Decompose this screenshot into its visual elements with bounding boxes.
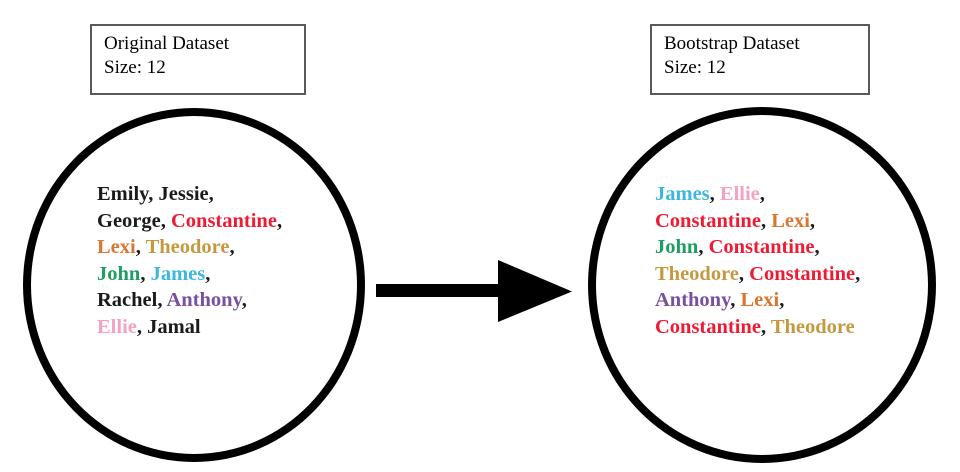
bootstrap-dataset-label-box: Bootstrap Dataset Size: 12 (650, 24, 870, 95)
name-separator: , (814, 236, 820, 259)
name-token: Ellie (97, 315, 137, 338)
name-separator: , (136, 315, 142, 338)
name-token: Anthony (655, 289, 731, 312)
name-token: Constantine (655, 209, 761, 232)
name-separator: , (709, 183, 715, 205)
name-token: Constantine (171, 209, 277, 232)
name-separator: , (276, 209, 283, 232)
name-token: Jessie (158, 183, 209, 205)
name-row: Rachel, Anthony, (97, 287, 282, 314)
name-token: Constantine (708, 236, 815, 259)
name-token: Constantine (749, 262, 856, 285)
name-separator: , (809, 209, 816, 232)
right-arrow-icon (376, 260, 572, 322)
name-row: Lexi, Theodore, (97, 234, 282, 261)
name-token: Theodore (145, 236, 230, 259)
bootstrap-dataset-size: Size: 12 (664, 56, 726, 78)
original-dataset-name-list: Emily, Jessie,George, Constantine,Lexi, … (97, 181, 282, 341)
name-token: Lexi (97, 236, 136, 259)
name-separator: , (855, 262, 861, 285)
name-row: John, Constantine, (655, 234, 860, 261)
name-row: Ellie, Jamal (97, 314, 282, 341)
name-row: James, Ellie, (655, 181, 860, 208)
name-token: Anthony (166, 289, 242, 312)
original-dataset-size: Size: 12 (104, 56, 166, 78)
original-dataset-circle (23, 108, 365, 462)
name-row: Anthony, Lexi, (655, 287, 860, 314)
name-token: Ellie (719, 183, 760, 205)
name-separator: , (698, 236, 704, 259)
name-token: James (150, 262, 206, 285)
name-row: John, James, (97, 261, 282, 288)
name-token: John (655, 236, 699, 259)
original-dataset-label-box: Original Dataset Size: 12 (90, 24, 306, 95)
name-token: Lexi (740, 289, 780, 312)
name-separator: , (208, 183, 214, 205)
name-token: George (97, 209, 161, 232)
name-token: John (97, 262, 141, 285)
name-separator: , (760, 315, 767, 338)
original-dataset-title: Original Dataset (104, 33, 230, 54)
name-separator: , (205, 262, 211, 285)
name-separator: , (779, 289, 785, 312)
name-row: George, Constantine, (97, 208, 282, 235)
name-token: Constantine (655, 315, 761, 338)
name-separator: , (148, 183, 154, 205)
bootstrap-dataset-circle (588, 107, 936, 463)
name-row: Constantine, Theodore (655, 314, 860, 341)
name-separator: , (738, 262, 745, 285)
bootstrap-dataset-name-list: James, Ellie,Constantine, Lexi,John, Con… (655, 181, 860, 341)
name-separator: , (730, 289, 736, 312)
name-token: Lexi (771, 209, 810, 232)
name-separator: , (229, 236, 235, 259)
name-token: Theodore (655, 262, 739, 285)
bootstrap-dataset-title: Bootstrap Dataset (664, 33, 800, 54)
name-separator: , (241, 289, 247, 312)
name-row: Constantine, Lexi, (655, 208, 860, 235)
name-row: Emily, Jessie, (97, 181, 282, 208)
name-token: James (655, 183, 710, 205)
name-separator: , (157, 289, 163, 312)
name-row: Theodore, Constantine, (655, 261, 860, 288)
name-separator: , (160, 209, 166, 232)
name-token: Emily (97, 183, 149, 205)
name-token: Jamal (147, 315, 201, 338)
name-separator: , (760, 209, 767, 232)
name-separator: , (759, 183, 765, 205)
name-token: Theodore (770, 315, 855, 338)
name-separator: , (135, 236, 141, 259)
name-separator: , (140, 262, 146, 285)
name-token: Rachel (97, 289, 158, 312)
